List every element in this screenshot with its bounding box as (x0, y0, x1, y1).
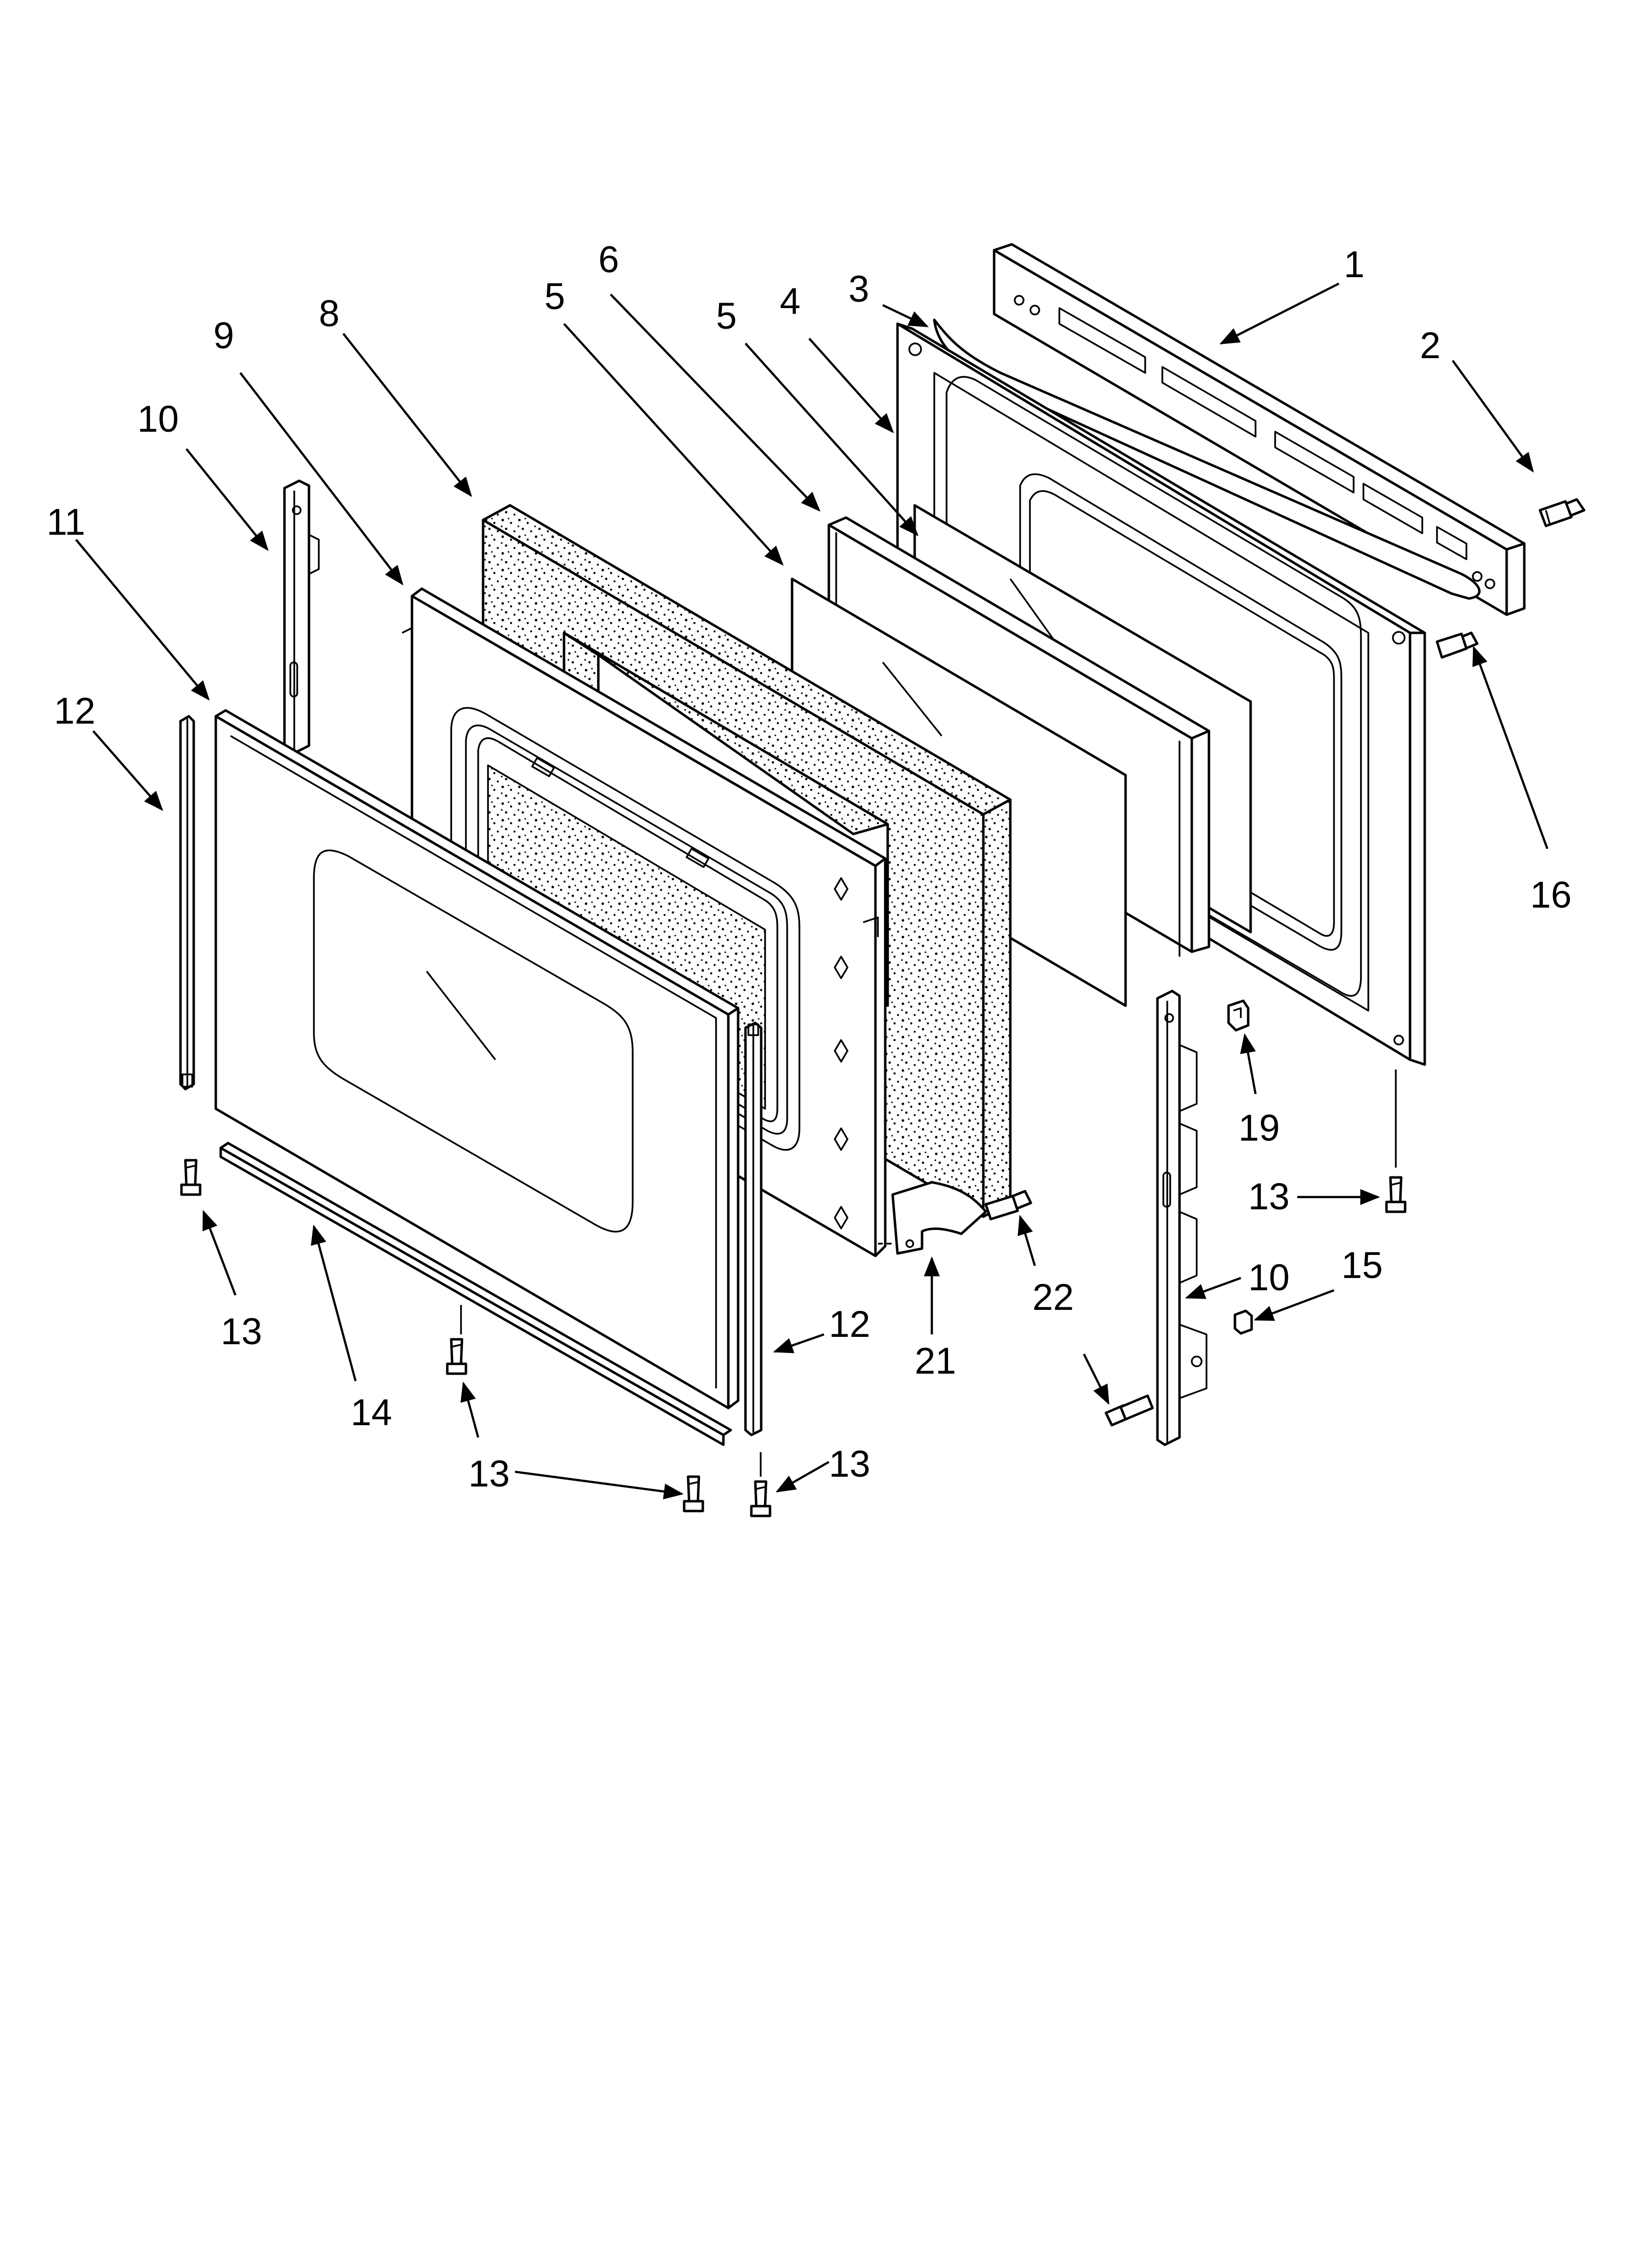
part-11-outer-door-panel (214, 709, 740, 1409)
part-16-screw (1436, 631, 1479, 659)
callout-14: 14 (351, 1392, 392, 1434)
callout-5b: 5 (716, 295, 737, 337)
callout-6: 6 (598, 239, 619, 281)
part-21-bracket (878, 1181, 987, 1255)
callout-10a: 10 (137, 398, 179, 440)
callout-21: 21 (915, 1340, 956, 1382)
callout-22: 22 (1032, 1277, 1074, 1318)
callout-13c: 13 (829, 1443, 871, 1485)
part-22-screw-hinge (1104, 1394, 1154, 1427)
part-10-hinge-channel-left (283, 479, 320, 755)
callout-15: 15 (1341, 1245, 1383, 1286)
part-13-screw-a (180, 1159, 202, 1196)
callout-5a: 5 (544, 276, 565, 317)
callout-13a: 13 (221, 1311, 262, 1353)
callout-12b: 12 (829, 1303, 871, 1345)
part-15-clip (1233, 1309, 1253, 1335)
callouts: 1 2 3 4 5 5 6 8 9 10 10 11 12 12 13 13 1… (47, 239, 1572, 1495)
callout-12a: 12 (54, 690, 96, 732)
part-14-bottom-trim (219, 1142, 732, 1446)
callout-19: 19 (1238, 1107, 1280, 1149)
leader-lines (75, 282, 1549, 1500)
part-10-hinge-channel-right (1156, 990, 1207, 1446)
alignment-lines (460, 1069, 1397, 1477)
callout-13d: 13 (1248, 1176, 1290, 1218)
part-13-screw-c (683, 1475, 704, 1512)
callout-9: 9 (213, 315, 234, 357)
part-19-clip (1227, 999, 1250, 1032)
part-1-door-top-trim (993, 243, 1526, 616)
part-13-screw-e (1385, 1176, 1407, 1213)
callout-8: 8 (319, 293, 339, 335)
part-2-screw (1539, 498, 1586, 527)
callout-10b: 10 (1248, 1257, 1290, 1299)
callout-3: 3 (848, 268, 869, 310)
callout-4: 4 (780, 281, 800, 322)
callout-13b: 13 (468, 1453, 510, 1495)
part-12-side-trim-right (744, 1021, 763, 1436)
callout-2: 2 (1420, 325, 1440, 366)
part-13-screw-d (750, 1480, 771, 1517)
callout-1: 1 (1344, 244, 1364, 286)
part-22-screw (984, 1190, 1032, 1221)
part-12-side-trim-left (179, 715, 195, 1091)
callout-16: 16 (1530, 874, 1572, 916)
part-13-screw-b (446, 1338, 467, 1375)
callout-11: 11 (47, 501, 85, 543)
